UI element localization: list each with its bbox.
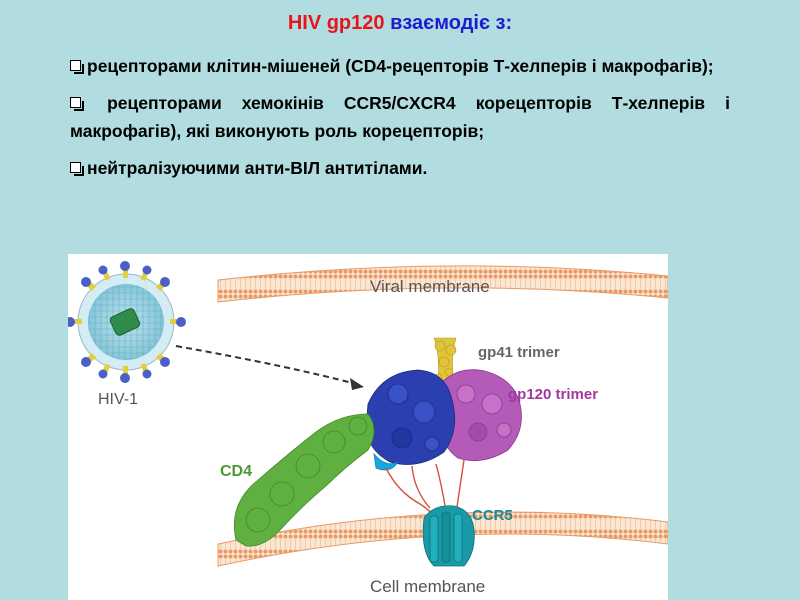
gp41-label: gp41 trimer bbox=[478, 344, 560, 361]
gp120-label: gp120 trimer bbox=[508, 386, 598, 403]
title-interacts: взаємодіє з: bbox=[390, 12, 513, 34]
checkbox-bullet-icon bbox=[70, 97, 84, 111]
viral-membrane bbox=[217, 265, 668, 303]
bullet-item: нейтралізуючими анти-ВІЛ антитілами. bbox=[70, 154, 730, 182]
viral-membrane-label: Viral membrane bbox=[370, 277, 490, 296]
gp120-blue-subunit bbox=[365, 369, 456, 471]
bullet-text: рецепторами клітин-мішеней (CD4-рецептор… bbox=[87, 56, 714, 76]
gp120-purple-subunit bbox=[439, 369, 522, 462]
bullet-text: нейтралізуючими анти-ВІЛ антитілами. bbox=[87, 158, 428, 178]
title-hiv-gp120: HIV gp120 bbox=[287, 12, 385, 34]
cd4-label: CD4 bbox=[220, 463, 252, 480]
ccr5-label: CCR5 bbox=[472, 507, 513, 524]
cell-membrane bbox=[217, 511, 668, 567]
hiv-virion-icon bbox=[68, 261, 186, 383]
slide-title: HIV gp120 взаємодіє з: bbox=[0, 12, 800, 35]
bullet-text: рецепторами хемокінів CCR5/CXCR4 корецеп… bbox=[70, 93, 730, 141]
cell-membrane-label: Cell membrane bbox=[370, 577, 485, 596]
bullet-item: рецепторами клітин-мішеней (CD4-рецептор… bbox=[70, 52, 730, 80]
checkbox-bullet-icon bbox=[70, 60, 84, 74]
hiv-label: HIV-1 bbox=[98, 391, 138, 408]
bullet-list: рецепторами клітин-мішеней (CD4-рецептор… bbox=[70, 52, 730, 191]
cd4-receptor bbox=[233, 413, 375, 547]
hiv-entry-figure: Viral membrane Cell membrane bbox=[68, 254, 668, 600]
bullet-item: рецепторами хемокінів CCR5/CXCR4 корецеп… bbox=[70, 89, 730, 145]
ccr5-coreceptor bbox=[422, 505, 475, 567]
checkbox-bullet-icon bbox=[70, 162, 84, 176]
dashed-arrow-icon bbox=[175, 345, 364, 390]
